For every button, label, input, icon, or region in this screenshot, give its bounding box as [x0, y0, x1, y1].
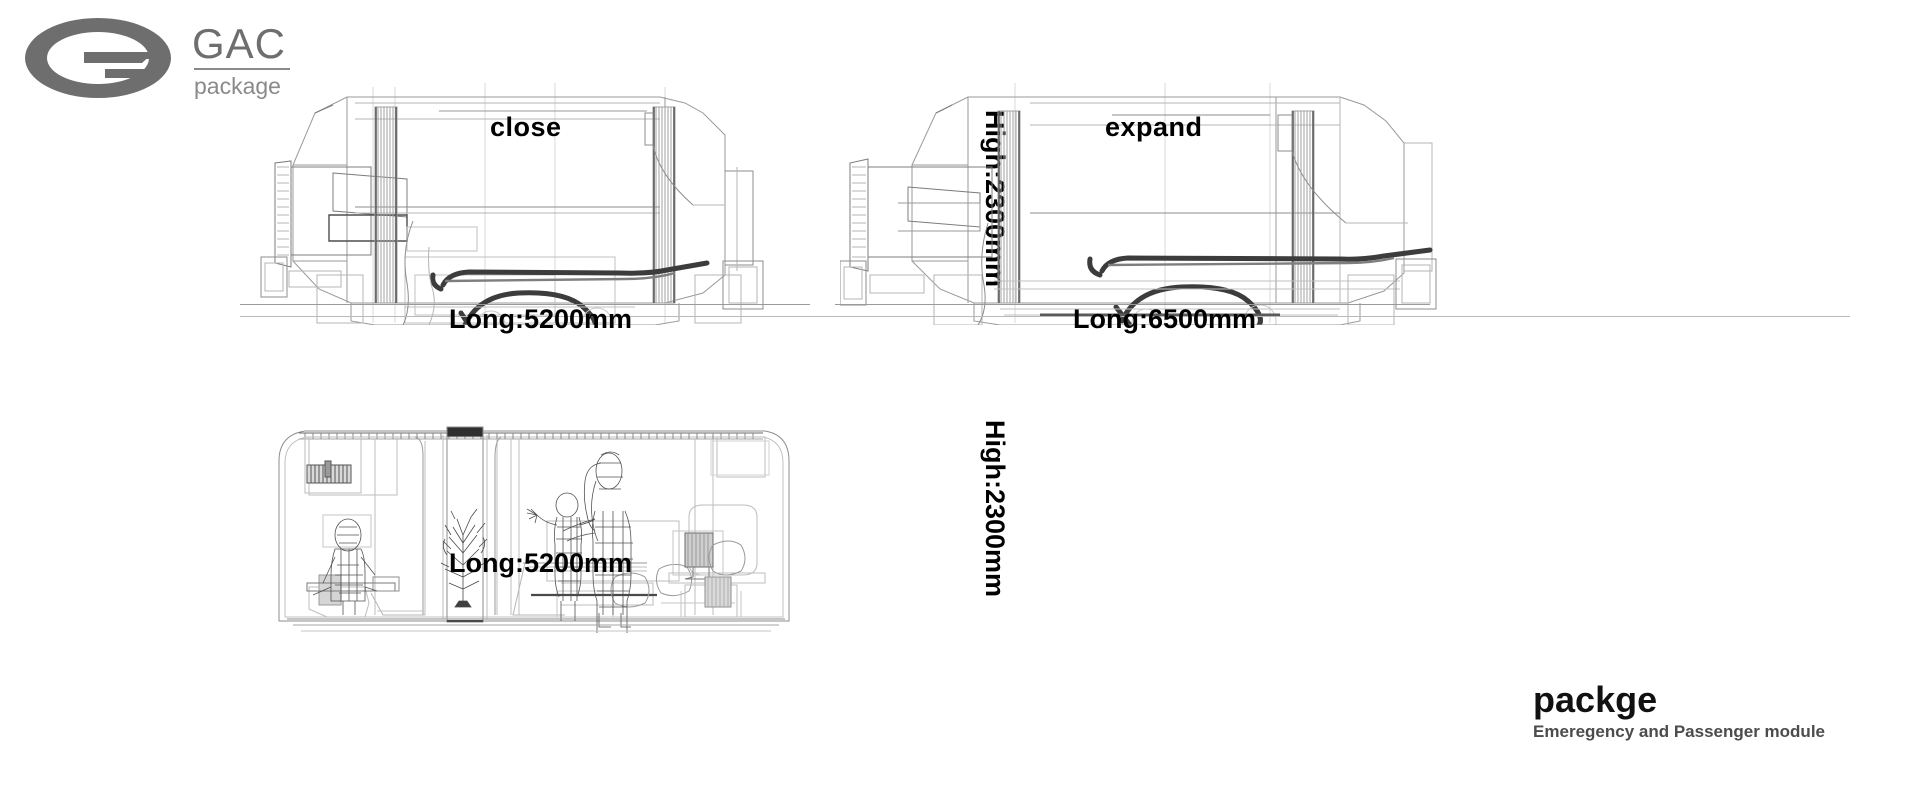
closed-view-state-label: close — [490, 112, 562, 142]
expanded-view-state-label: expand — [1105, 112, 1203, 142]
expanded-view-length-label: Long:6500mm — [1073, 304, 1257, 334]
dimension-line-view1 — [240, 316, 1000, 317]
brand-wordmark: GAC package — [192, 22, 322, 99]
closed-view-length-label: Long:5200mm — [449, 304, 633, 334]
interior-section-view-drawing — [265, 415, 810, 655]
brand-name: GAC — [192, 20, 287, 67]
closed-side-view-drawing — [255, 75, 815, 325]
ground-line-view2 — [835, 304, 1430, 305]
dimension-line-view2 — [835, 316, 1850, 317]
interior-view-length-label: Long:5200mm — [449, 548, 633, 578]
ground-line-view1 — [240, 304, 810, 305]
brand-divider — [194, 68, 290, 70]
interior-view-height-label: High:2300mm — [980, 420, 1010, 598]
expanded-side-view-drawing — [840, 75, 1440, 325]
gac-g-ellipse-logo-icon — [22, 16, 182, 100]
board-caption: packge Emeregency and Passenger module — [1533, 681, 1825, 743]
caption-title: packge — [1533, 679, 1658, 720]
brand-subtitle: package — [194, 73, 281, 99]
brand-logo-block: GAC package — [22, 10, 322, 115]
caption-subtitle: Emeregency and Passenger module — [1533, 722, 1825, 741]
